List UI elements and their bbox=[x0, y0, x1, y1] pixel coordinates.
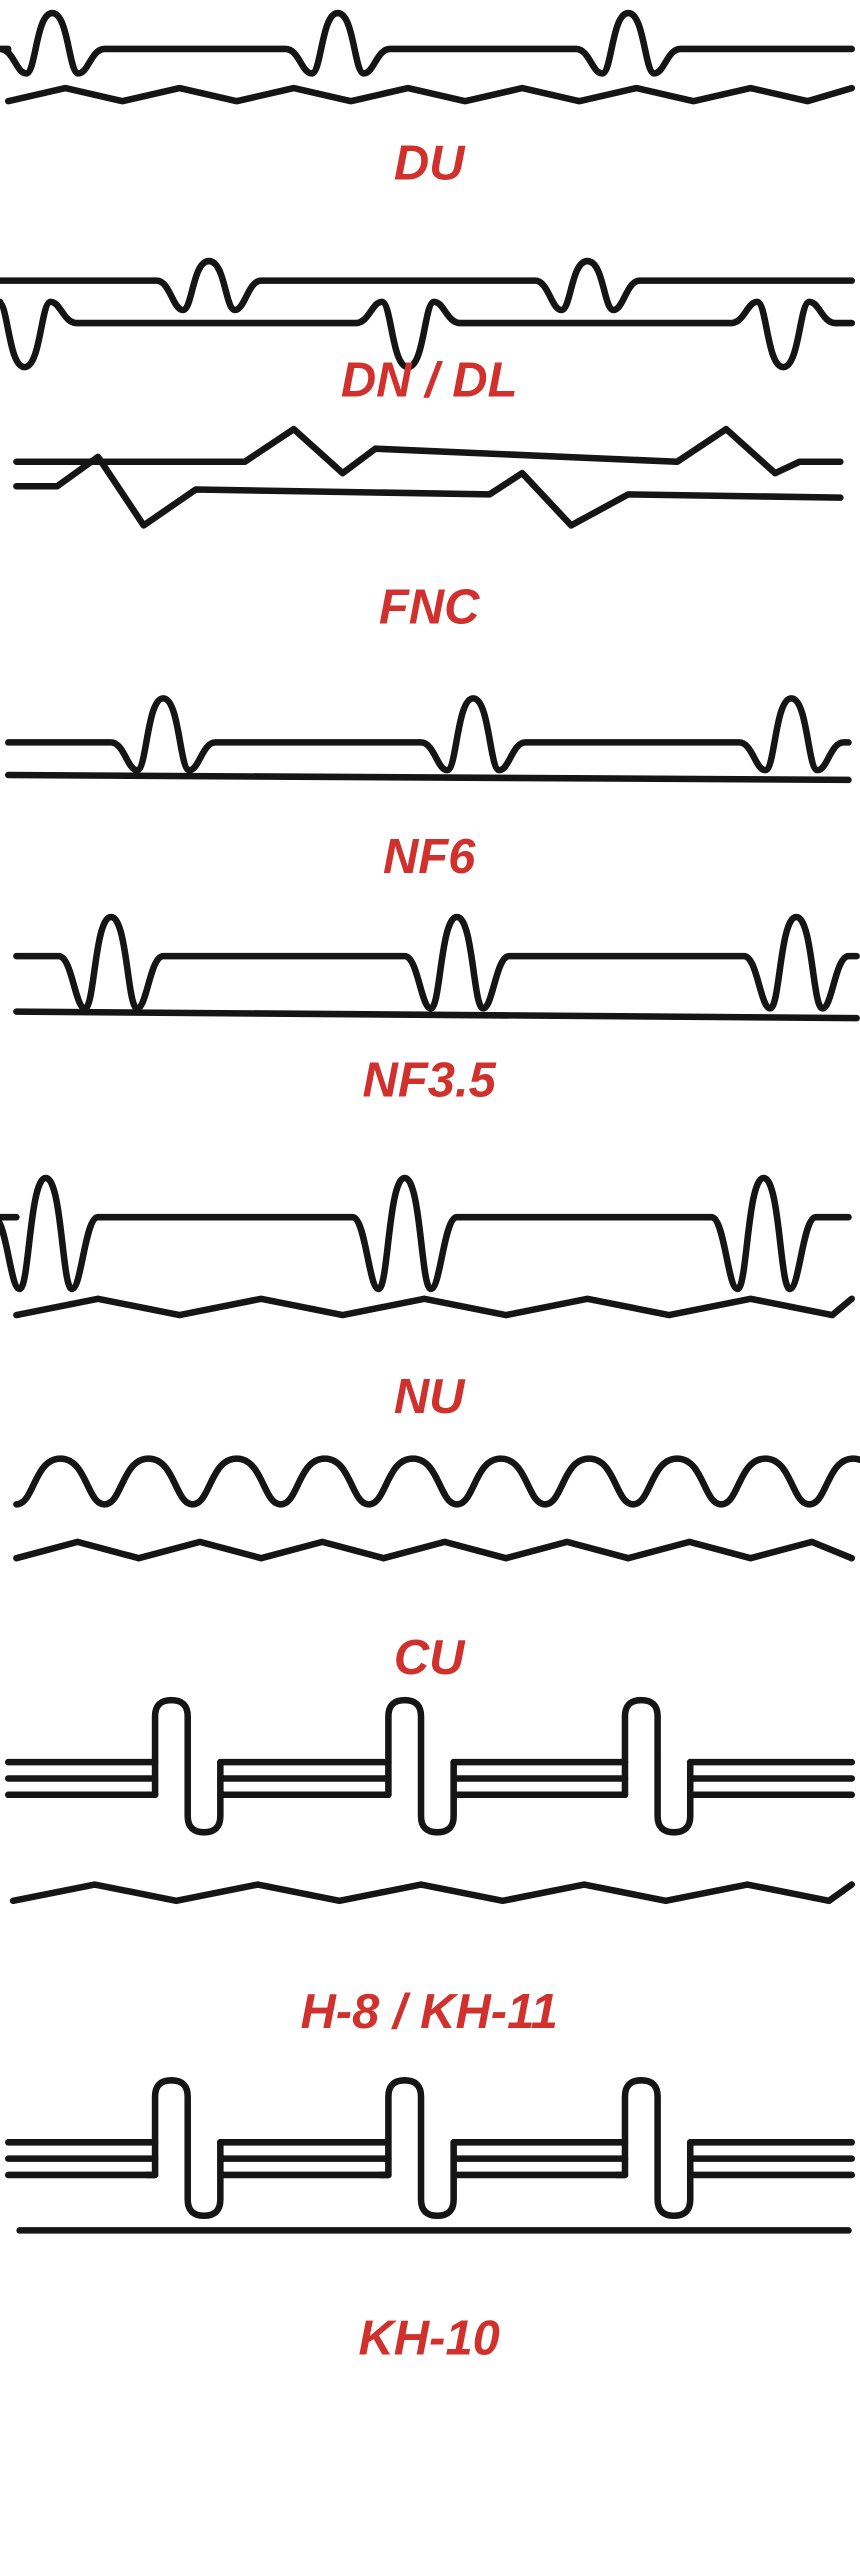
profile-h8-kh11 bbox=[4, 1696, 856, 1905]
profile-nf3-5 bbox=[13, 913, 860, 1022]
upper-wave bbox=[0, 257, 856, 314]
profile-kh10 bbox=[4, 2077, 856, 2234]
profile-nf6 bbox=[4, 695, 852, 784]
top-wave bbox=[13, 913, 860, 1012]
profile-cu bbox=[13, 1455, 860, 1562]
bottom-zigzag bbox=[9, 1881, 856, 1905]
bottom-zigzag bbox=[4, 84, 856, 105]
profile-du bbox=[0, 9, 856, 105]
label-nf3-5: NF3.5 bbox=[363, 1053, 497, 1107]
label-kh10: KH-10 bbox=[358, 2311, 499, 2365]
profile-nu bbox=[0, 1174, 856, 1319]
bottom-zigzag bbox=[13, 1295, 856, 1319]
lower-line bbox=[13, 453, 844, 529]
rib-loop bbox=[143, 1696, 224, 1836]
profile-fnc bbox=[13, 425, 844, 529]
label-du: DU bbox=[394, 136, 466, 190]
label-fnc: FNC bbox=[379, 580, 480, 634]
upper-line bbox=[13, 425, 844, 477]
label-dn-dl: DN / DL bbox=[341, 353, 518, 407]
top-wave bbox=[0, 9, 856, 77]
profile-dn-dl bbox=[0, 257, 856, 371]
bottom-line bbox=[4, 771, 852, 784]
rib-loop bbox=[613, 1696, 694, 1836]
rib-loop bbox=[376, 2077, 457, 2219]
rib-loop bbox=[376, 1696, 457, 1836]
top-wave bbox=[0, 1174, 852, 1293]
label-cu: CU bbox=[394, 1631, 466, 1685]
lower-wave bbox=[0, 298, 856, 371]
rib-loop bbox=[613, 2077, 694, 2219]
label-nf6: NF6 bbox=[383, 830, 476, 884]
bottom-line bbox=[13, 1008, 860, 1022]
bottom-zigzag bbox=[13, 1538, 856, 1562]
rib-loop bbox=[143, 2077, 224, 2219]
top-wave bbox=[4, 695, 852, 774]
label-h8-kh11: H-8 / KH-11 bbox=[300, 1985, 557, 2039]
label-nu: NU bbox=[394, 1370, 466, 1424]
top-wave bbox=[13, 1455, 860, 1508]
